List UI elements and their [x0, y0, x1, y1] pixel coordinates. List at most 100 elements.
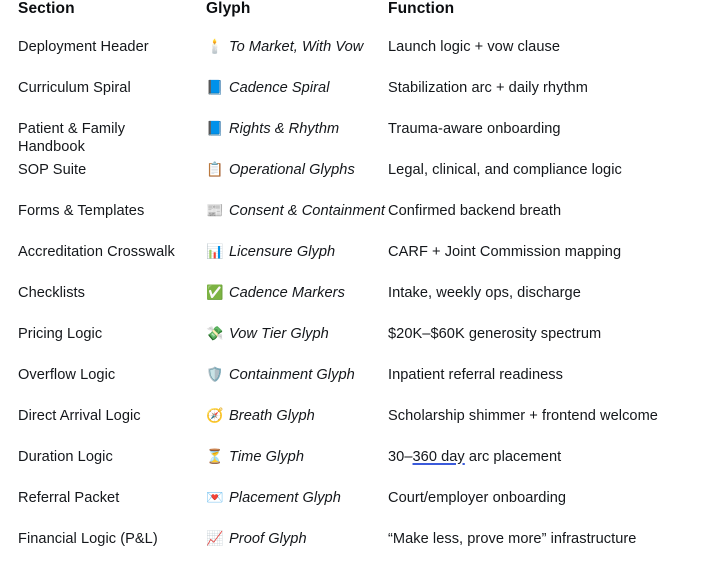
glyph-label: Operational Glyphs [229, 162, 355, 178]
glyph-label: Cadence Markers [229, 285, 345, 301]
cell-glyph: 📘 Rights & Rhythm [194, 121, 388, 137]
function-text: Scholarship shimmer + frontend welcome [388, 408, 658, 424]
function-text: Legal, clinical, and compliance logic [388, 162, 622, 178]
cell-glyph: 📋 Operational Glyphs [194, 162, 388, 178]
glyph-label: Consent & Containment [229, 203, 385, 219]
function-text: Stabilization arc + daily rhythm [388, 80, 588, 96]
newspaper-icon: 📰 [206, 202, 224, 218]
cell-glyph: ✅Cadence Markers [194, 285, 388, 301]
cell-function: Intake, weekly ops, discharge [388, 284, 718, 302]
function-text: Trauma-aware onboarding [388, 121, 561, 137]
cell-glyph: ⏳ Time Glyph [194, 449, 388, 465]
duration-link[interactable]: 360 day [412, 449, 465, 465]
column-header-glyph: Glyph [206, 0, 251, 17]
function-text-suffix: arc placement [464, 449, 562, 465]
love-letter-icon: 💌 [206, 489, 224, 505]
cell-function: CARF + Joint Commission mapping [388, 243, 718, 261]
cell-function: $20K–$60K generosity spectrum [388, 325, 718, 343]
function-text: “Make less, prove more” infrastructure [388, 531, 637, 547]
cell-glyph: 📘Cadence Spiral [194, 80, 388, 96]
section-label: Overflow Logic [18, 367, 116, 383]
cell-function: Trauma-aware onboarding [388, 120, 718, 138]
cell-section: Financial Logic (P&L) [0, 530, 194, 548]
section-label: Accreditation Crosswalk [18, 244, 175, 260]
cell-function: Confirmed backend breath [388, 202, 718, 220]
table-row: Pricing Logic 💸 Vow Tier Glyph $20K–$60K ge… [0, 325, 718, 366]
glyph-label: Vow Tier Glyph [229, 326, 329, 342]
section-label: Direct Arrival Logic [18, 408, 141, 424]
cell-section: Accreditation Crosswalk [0, 243, 194, 261]
glyph-label: Breath Glyph [229, 408, 315, 424]
cell-section: Overflow Logic [0, 366, 194, 384]
section-label: Patient & Family Handbook [18, 121, 126, 155]
glyph-label: Licensure Glyph [229, 244, 336, 260]
cell-glyph: 📈Proof Glyph [194, 531, 388, 547]
section-label: Checklists [18, 285, 85, 301]
cell-glyph: 💌 Placement Glyph [194, 490, 388, 506]
function-text: Launch logic + vow clause [388, 39, 561, 55]
glyph-label: Cadence Spiral [229, 80, 330, 96]
glyph-label: Rights & Rhythm [229, 121, 340, 137]
table-row: Referral Packet 💌 Placement Glyph Court/emp… [0, 489, 718, 530]
cell-section: Referral Packet [0, 489, 194, 507]
table-row: Patient & Family Handbook 📘 Rights & Rhyth… [0, 120, 718, 161]
compass-icon: 🧭 [206, 407, 224, 423]
function-text: Confirmed backend breath [388, 203, 562, 219]
glyph-label: Time Glyph [229, 449, 304, 465]
function-text: 30–360 day arc placement [388, 449, 561, 465]
function-text: Court/employer onboarding [388, 490, 567, 506]
table-row: Financial Logic (P&L) 📈Proof Glyph“Make l… [0, 530, 718, 571]
cell-function: Legal, clinical, and compliance logic [388, 161, 718, 179]
cell-glyph: 🛡️Containment Glyph [194, 367, 388, 383]
cell-function: 30–360 day arc placement [388, 448, 718, 466]
cell-glyph: 💸 Vow Tier Glyph [194, 326, 388, 342]
cell-section: Curriculum Spiral [0, 79, 194, 97]
glyph-label: Placement Glyph [229, 490, 341, 506]
shield-icon: 🛡️ [206, 366, 224, 382]
cell-function: Scholarship shimmer + frontend welcome [388, 407, 718, 425]
section-label: Curriculum Spiral [18, 80, 131, 96]
table-row: Deployment Header 🕯️ To Market, With Vow La… [0, 38, 718, 79]
cell-function: Stabilization arc + daily rhythm [388, 79, 718, 97]
section-label: Referral Packet [18, 490, 120, 506]
function-text-prefix: 30– [388, 449, 413, 465]
cell-section: SOP Suite [0, 161, 194, 179]
cell-function: Inpatient referral readiness [388, 366, 718, 384]
cell-section: Forms & Templates [0, 202, 194, 220]
section-label: Duration Logic [18, 449, 113, 465]
cell-glyph: 📊 Licensure Glyph [194, 244, 388, 260]
cell-glyph: 📰 Consent & Containment [194, 203, 388, 219]
glyph-label: To Market, With Vow [229, 39, 364, 55]
function-text: Inpatient referral readiness [388, 367, 563, 383]
section-label: Pricing Logic [18, 326, 103, 342]
cell-section: Deployment Header [0, 38, 194, 56]
cell-glyph: 🧭 Breath Glyph [194, 408, 388, 424]
hourglass-icon: ⏳ [206, 448, 224, 464]
blue-book-icon: 📘 [206, 120, 224, 136]
section-label: Forms & Templates [18, 203, 145, 219]
table-header-row: Section Glyph Function [0, 0, 718, 38]
column-header-section: Section [18, 0, 75, 17]
section-label: Financial Logic (P&L) [18, 531, 158, 547]
glyph-label: Proof Glyph [229, 531, 307, 547]
function-text: CARF + Joint Commission mapping [388, 244, 622, 260]
candle-icon: 🕯️ [206, 38, 224, 54]
money-with-wings-icon: 💸 [206, 325, 224, 341]
table-row: Duration Logic ⏳ Time Glyph 30–360 day arc … [0, 448, 718, 489]
table-body: Deployment Header 🕯️ To Market, With Vow La… [0, 38, 718, 571]
table-row: Accreditation Crosswalk 📊 Licensure Glyph C… [0, 243, 718, 284]
clipboard-icon: 📋 [206, 161, 224, 177]
cell-section: Checklists [0, 284, 194, 302]
bar-chart-icon: 📊 [206, 243, 224, 259]
section-label: SOP Suite [18, 162, 87, 178]
function-text: Intake, weekly ops, discharge [388, 285, 581, 301]
cell-function: Launch logic + vow clause [388, 38, 718, 56]
cell-section: Patient & Family Handbook [0, 120, 194, 156]
cell-section: Duration Logic [0, 448, 194, 466]
cell-function: Court/employer onboarding [388, 489, 718, 507]
table-row: Direct Arrival Logic 🧭 Breath Glyph Scholar… [0, 407, 718, 448]
